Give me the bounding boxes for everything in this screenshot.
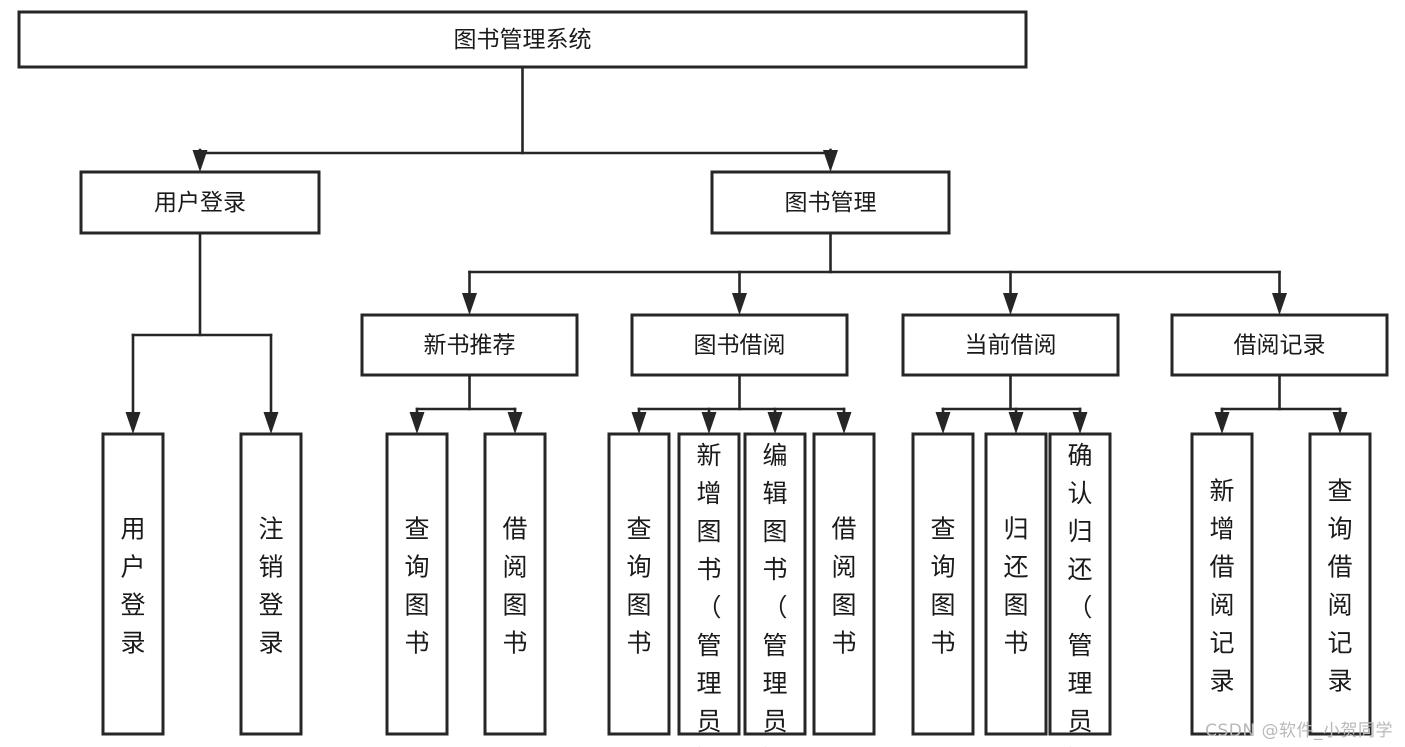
node-box[interactable] xyxy=(743,432,807,736)
node-book-manage[interactable]: 图书管理 xyxy=(710,170,951,235)
arrow-head-icon xyxy=(263,412,279,434)
node-box[interactable] xyxy=(1170,313,1389,377)
arrow-head-icon xyxy=(507,412,523,434)
node-label: 图书借阅 xyxy=(694,333,786,359)
arrow-head-icon xyxy=(125,412,141,434)
arrow-head-icon xyxy=(935,412,951,434)
node-box[interactable] xyxy=(483,432,547,736)
arrow-head-icon xyxy=(1072,412,1088,434)
arrow-head-icon xyxy=(1008,412,1024,434)
node-box[interactable] xyxy=(1190,432,1254,736)
node-label: 新增图书（管理员） xyxy=(696,441,721,747)
node-leaf-borrow-book-2[interactable]: 借阅图书 xyxy=(812,432,876,736)
node-book-borrow[interactable]: 图书借阅 xyxy=(630,313,849,377)
node-new-book-recommend[interactable]: 新书推荐 xyxy=(360,313,579,377)
node-label: 查询图书 xyxy=(404,515,429,658)
node-box[interactable] xyxy=(239,432,303,736)
node-label: 查询借阅记录 xyxy=(1327,477,1352,696)
node-box[interactable] xyxy=(607,432,671,736)
node-box[interactable] xyxy=(911,432,975,736)
node-layer: 图书管理系统用户登录图书管理新书推荐图书借阅当前借阅借阅记录用户登录注销登录查询… xyxy=(17,10,1389,747)
node-root[interactable]: 图书管理系统 xyxy=(17,10,1028,69)
node-label: 借阅图书 xyxy=(502,515,527,658)
node-label: 归还图书 xyxy=(1003,515,1028,658)
connector-layer xyxy=(125,65,1348,434)
arrow-head-icon xyxy=(1272,293,1287,315)
node-box[interactable] xyxy=(79,170,321,235)
node-borrow-record[interactable]: 借阅记录 xyxy=(1170,313,1389,377)
node-label: 注销登录 xyxy=(258,515,283,658)
node-leaf-confirm-return[interactable]: 确认归还（管理员） xyxy=(1048,432,1112,747)
node-box[interactable] xyxy=(17,10,1028,69)
node-leaf-edit-book[interactable]: 编辑图书（管理员） xyxy=(743,432,807,747)
node-label: 查询图书 xyxy=(626,515,651,658)
arrow-head-icon xyxy=(823,150,838,172)
arrow-head-icon xyxy=(192,150,208,172)
node-box[interactable] xyxy=(901,313,1120,377)
node-label: 确认归还（管理员） xyxy=(1067,441,1092,747)
node-box[interactable] xyxy=(812,432,876,736)
node-label: 新增借阅记录 xyxy=(1209,477,1234,696)
node-leaf-user-logout[interactable]: 注销登录 xyxy=(239,432,303,736)
node-leaf-query-book-3[interactable]: 查询图书 xyxy=(911,432,975,736)
node-current-borrow[interactable]: 当前借阅 xyxy=(901,313,1120,377)
node-label: 当前借阅 xyxy=(965,333,1057,359)
node-label: 查询图书 xyxy=(930,515,955,658)
arrow-head-icon xyxy=(701,412,717,434)
arrow-head-icon xyxy=(1003,293,1018,315)
watermark-label: CSDN @软件_小贺同学 xyxy=(1205,721,1393,741)
node-leaf-query-book-2[interactable]: 查询图书 xyxy=(607,432,671,736)
node-box[interactable] xyxy=(101,432,165,736)
node-label: 用户登录 xyxy=(154,190,246,216)
node-user-login[interactable]: 用户登录 xyxy=(79,170,321,235)
node-box[interactable] xyxy=(630,313,849,377)
node-leaf-borrow-book-1[interactable]: 借阅图书 xyxy=(483,432,547,736)
arrow-head-icon xyxy=(1332,412,1348,434)
node-label: 编辑图书（管理员） xyxy=(762,441,787,747)
node-leaf-user-login[interactable]: 用户登录 xyxy=(101,432,165,736)
node-box[interactable] xyxy=(1308,432,1372,736)
arrow-head-icon xyxy=(409,412,425,434)
arrow-head-icon xyxy=(767,412,783,434)
node-label: 用户登录 xyxy=(120,515,145,658)
node-leaf-query-book-1[interactable]: 查询图书 xyxy=(385,432,449,736)
node-box[interactable] xyxy=(677,432,741,736)
node-label: 借阅图书 xyxy=(831,515,856,658)
node-leaf-add-record[interactable]: 新增借阅记录 xyxy=(1190,432,1254,736)
node-leaf-add-book[interactable]: 新增图书（管理员） xyxy=(677,432,741,747)
node-box[interactable] xyxy=(385,432,449,736)
arrow-head-icon xyxy=(1214,412,1230,434)
arrow-head-icon xyxy=(836,412,852,434)
node-label: 图书管理 xyxy=(785,190,877,216)
node-box[interactable] xyxy=(360,313,579,377)
arrow-head-icon xyxy=(732,293,747,315)
arrow-head-icon xyxy=(462,293,477,315)
node-box[interactable] xyxy=(984,432,1048,736)
node-box[interactable] xyxy=(710,170,951,235)
node-label: 借阅记录 xyxy=(1234,333,1326,359)
node-box[interactable] xyxy=(1048,432,1112,736)
node-leaf-return-book[interactable]: 归还图书 xyxy=(984,432,1048,736)
arrow-head-icon xyxy=(631,412,647,434)
node-leaf-query-record[interactable]: 查询借阅记录 xyxy=(1308,432,1372,736)
node-label: 图书管理系统 xyxy=(454,27,592,53)
node-label: 新书推荐 xyxy=(424,333,516,359)
